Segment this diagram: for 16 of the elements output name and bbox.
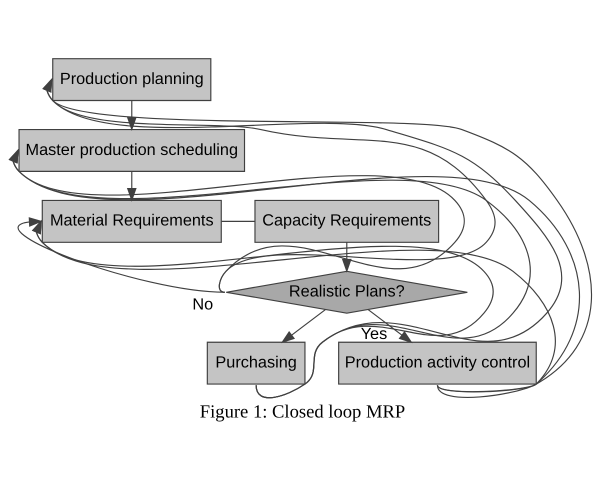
node-box: Production planning <box>52 58 212 101</box>
connector <box>222 220 255 222</box>
node-diamond: Realistic Plans? <box>226 270 468 314</box>
arrow <box>8 148 465 292</box>
node-box: Material Requirements <box>42 199 222 242</box>
caption: Figure 1: Closed loop MRP <box>200 401 406 422</box>
edge-label: No <box>192 295 214 314</box>
node-box: Capacity Requirements <box>254 199 440 242</box>
arrow <box>342 242 352 272</box>
node-box: Production activity control <box>338 341 537 384</box>
arrow <box>280 308 326 343</box>
arrow <box>18 216 225 292</box>
arrow <box>368 308 413 343</box>
node-box: Master production scheduling <box>18 128 246 172</box>
node-box: Purchasing <box>206 341 306 384</box>
edge-label: Yes <box>360 324 388 342</box>
